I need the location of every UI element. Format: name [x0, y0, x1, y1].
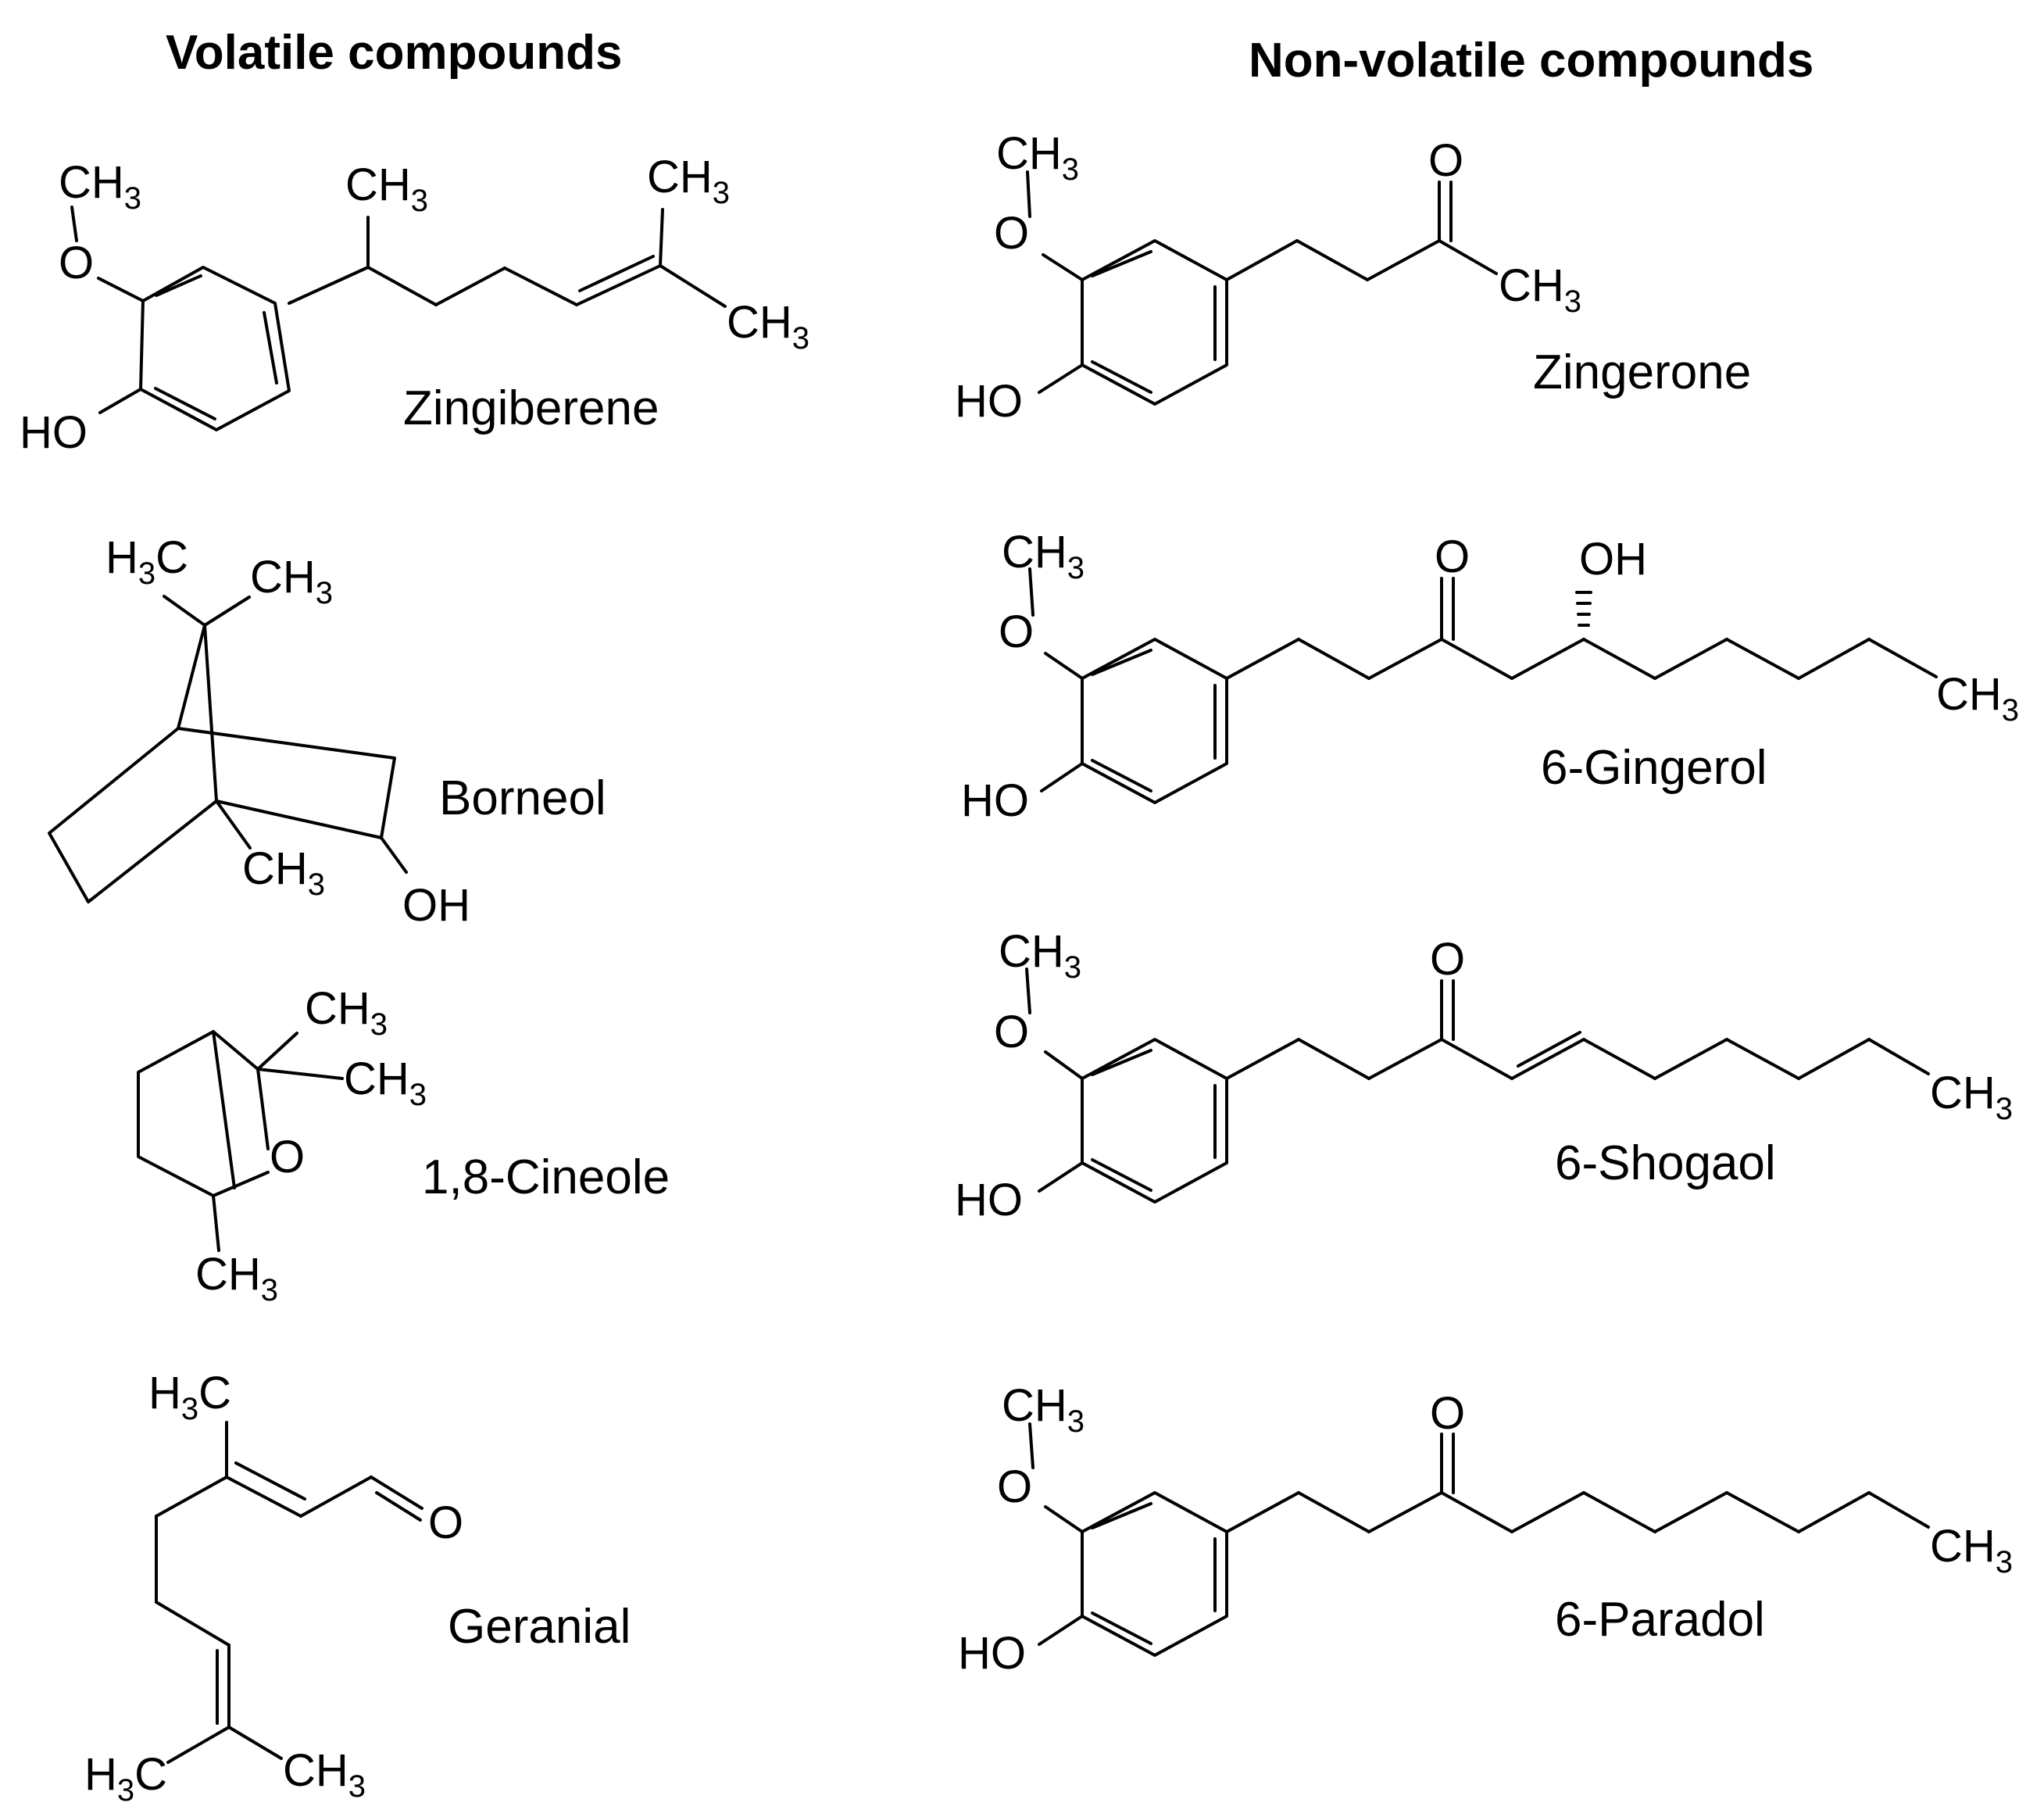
- paradol-ho: HO: [958, 1628, 1026, 1679]
- non-volatile-heading: Non-volatile compounds: [1249, 34, 1814, 88]
- gingerol-ho: HO: [961, 775, 1029, 826]
- borneol-oh: OH: [402, 880, 470, 931]
- compound-name-paradol: 6-Paradol: [1555, 1593, 1765, 1647]
- zingerone-ring: [1081, 239, 1228, 406]
- zingiberene-ho: HO: [20, 407, 88, 458]
- paradol-structure: [1028, 1422, 1930, 1657]
- gingerol-oh: OH: [1579, 534, 1647, 585]
- geranial-ch3: CH3: [283, 1745, 366, 1804]
- cineole-ch3: CH3: [344, 1053, 427, 1112]
- zingiberene-o: O: [59, 238, 94, 288]
- borneol-h3c: H3C: [105, 532, 188, 591]
- compound-name-geranial: Geranial: [448, 1600, 631, 1654]
- cineole-ch3: CH3: [305, 983, 388, 1042]
- compound-name-shogaol: 6-Shogaol: [1555, 1136, 1776, 1190]
- zingerone-o: O: [994, 208, 1029, 259]
- borneol-ch3: CH3: [242, 843, 325, 902]
- gingerol-structure: [1028, 567, 1938, 804]
- cineole-structure: [137, 1030, 344, 1252]
- volatile-heading: Volatile compounds: [166, 26, 622, 80]
- borneol-ch3: CH3: [250, 552, 333, 610]
- zingiberene-ch3: CH3: [59, 157, 141, 216]
- shogaol-ho: HO: [955, 1175, 1023, 1225]
- compound-name-cineole: 1,8-Cineole: [422, 1150, 670, 1204]
- gingerol-ring: [1081, 638, 1228, 804]
- paradol-o: O: [1430, 1388, 1465, 1439]
- shogaol-ch3: CH3: [999, 926, 1081, 985]
- zingerone-ch3: CH3: [1499, 260, 1581, 319]
- compound-name-gingerol: 6-Gingerol: [1541, 741, 1767, 795]
- zingerone-structure: [1026, 170, 1498, 406]
- gingerol-o: O: [999, 606, 1034, 657]
- gingerol-ch3: CH3: [1936, 669, 2019, 728]
- geranial-structure: [155, 1421, 423, 1764]
- cineole-o: O: [270, 1132, 305, 1182]
- geranial-h3c: H3C: [84, 1749, 167, 1808]
- geranial-o: O: [428, 1497, 463, 1548]
- borneol-structure: [48, 595, 408, 903]
- zingiberene-structure: [70, 206, 727, 431]
- paradol-ch3: CH3: [1002, 1380, 1085, 1439]
- paradol-ch3: CH3: [1930, 1521, 2013, 1579]
- gingerol-o: O: [1435, 531, 1470, 582]
- zingerone-ch3: CH3: [996, 128, 1079, 187]
- shogaol-o: O: [994, 1007, 1029, 1057]
- paradol-ring: [1081, 1491, 1228, 1657]
- cineole-ch3: CH3: [195, 1249, 278, 1307]
- gingerol-ch3: CH3: [1002, 527, 1085, 585]
- compound-name-zingiberene: Zingiberene: [403, 381, 659, 435]
- zingerone-o: O: [1428, 135, 1463, 186]
- compound-name-zingerone: Zingerone: [1533, 345, 1751, 399]
- zingiberene-ch3: CH3: [345, 159, 428, 218]
- compound-name-borneol: Borneol: [439, 771, 606, 825]
- zingiberene-ch3: CH3: [727, 297, 809, 356]
- geranial-h3c: H3C: [148, 1368, 231, 1426]
- shogaol-o: O: [1430, 934, 1465, 985]
- paradol-o: O: [997, 1461, 1032, 1512]
- zingerone-ho: HO: [955, 376, 1023, 427]
- shogaol-ring: [1081, 1038, 1228, 1204]
- shogaol-structure: [1025, 968, 1930, 1204]
- shogaol-ch3: CH3: [1930, 1068, 2013, 1126]
- zingiberene-ch3: CH3: [647, 152, 730, 210]
